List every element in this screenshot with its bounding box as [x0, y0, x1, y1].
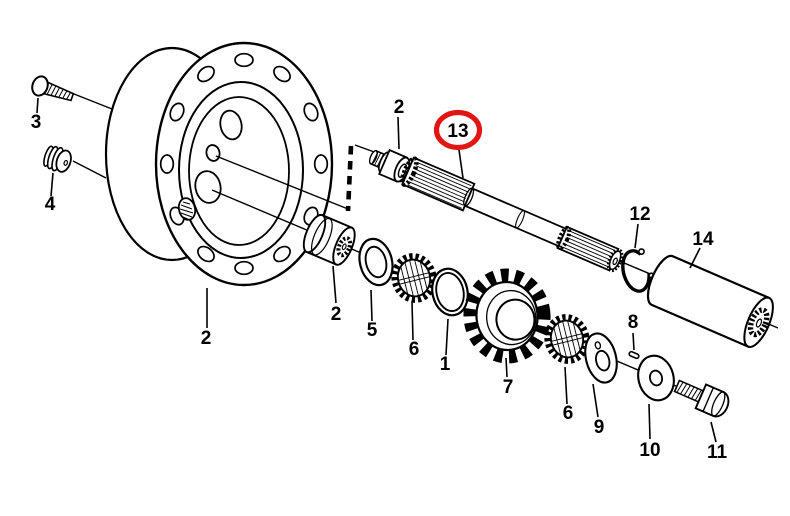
highlight-ellipse-part13: [433, 109, 483, 151]
hub-carrier-drawing: [104, 41, 334, 287]
part-label-11: 11: [707, 442, 728, 463]
part-label-13: 13: [447, 121, 468, 142]
label-leader-lines: [36, 97, 717, 443]
pin8-drawing: [628, 350, 640, 360]
gear7-drawing: [463, 268, 551, 364]
part-label-9: 9: [594, 417, 605, 438]
washer10-drawing: [637, 354, 675, 402]
gear6-first-drawing: [391, 253, 437, 303]
part-label-2-hub: 2: [201, 328, 212, 349]
part-label-14: 14: [692, 229, 714, 250]
part-labels: 3 4 2 2 13 12 14 2 5 6 1 7 6 8 9 10 11: [31, 97, 728, 463]
part-label-3: 3: [31, 112, 42, 133]
part-label-8: 8: [628, 312, 639, 333]
sun-gear-shaft-drawing: [400, 156, 624, 273]
flat-head-screw-drawing: [31, 75, 75, 102]
part-label-2-sleeve: 2: [331, 304, 342, 325]
spacer-cylinder-drawing: [302, 213, 356, 266]
part-label-2-bushing: 2: [394, 97, 405, 118]
part-label-6-first: 6: [409, 339, 420, 360]
part-label-4: 4: [45, 194, 56, 215]
hex-bolt-drawing: [673, 379, 730, 418]
flange-bolt-holes: [159, 52, 329, 276]
part-label-7: 7: [503, 377, 514, 398]
part-label-1: 1: [440, 354, 451, 375]
coupling-sleeve-drawing: [646, 254, 774, 349]
plug-drawing: [43, 145, 72, 173]
fold-dashed-line: [345, 145, 354, 212]
part-label-10: 10: [639, 440, 660, 461]
gear6-second-drawing: [544, 314, 590, 364]
part-label-5: 5: [367, 320, 378, 341]
washer9-drawing: [584, 332, 618, 384]
bushing-drawing: [368, 148, 411, 183]
washer5-drawing: [358, 237, 394, 287]
part-label-12: 12: [629, 204, 650, 225]
ring1-drawing: [431, 267, 469, 317]
threaded-hole-hatch: [179, 201, 194, 221]
carrier-face-holes: [177, 109, 243, 221]
snap-ring-drawing: [621, 248, 655, 293]
part-label-6-second: 6: [563, 403, 574, 424]
